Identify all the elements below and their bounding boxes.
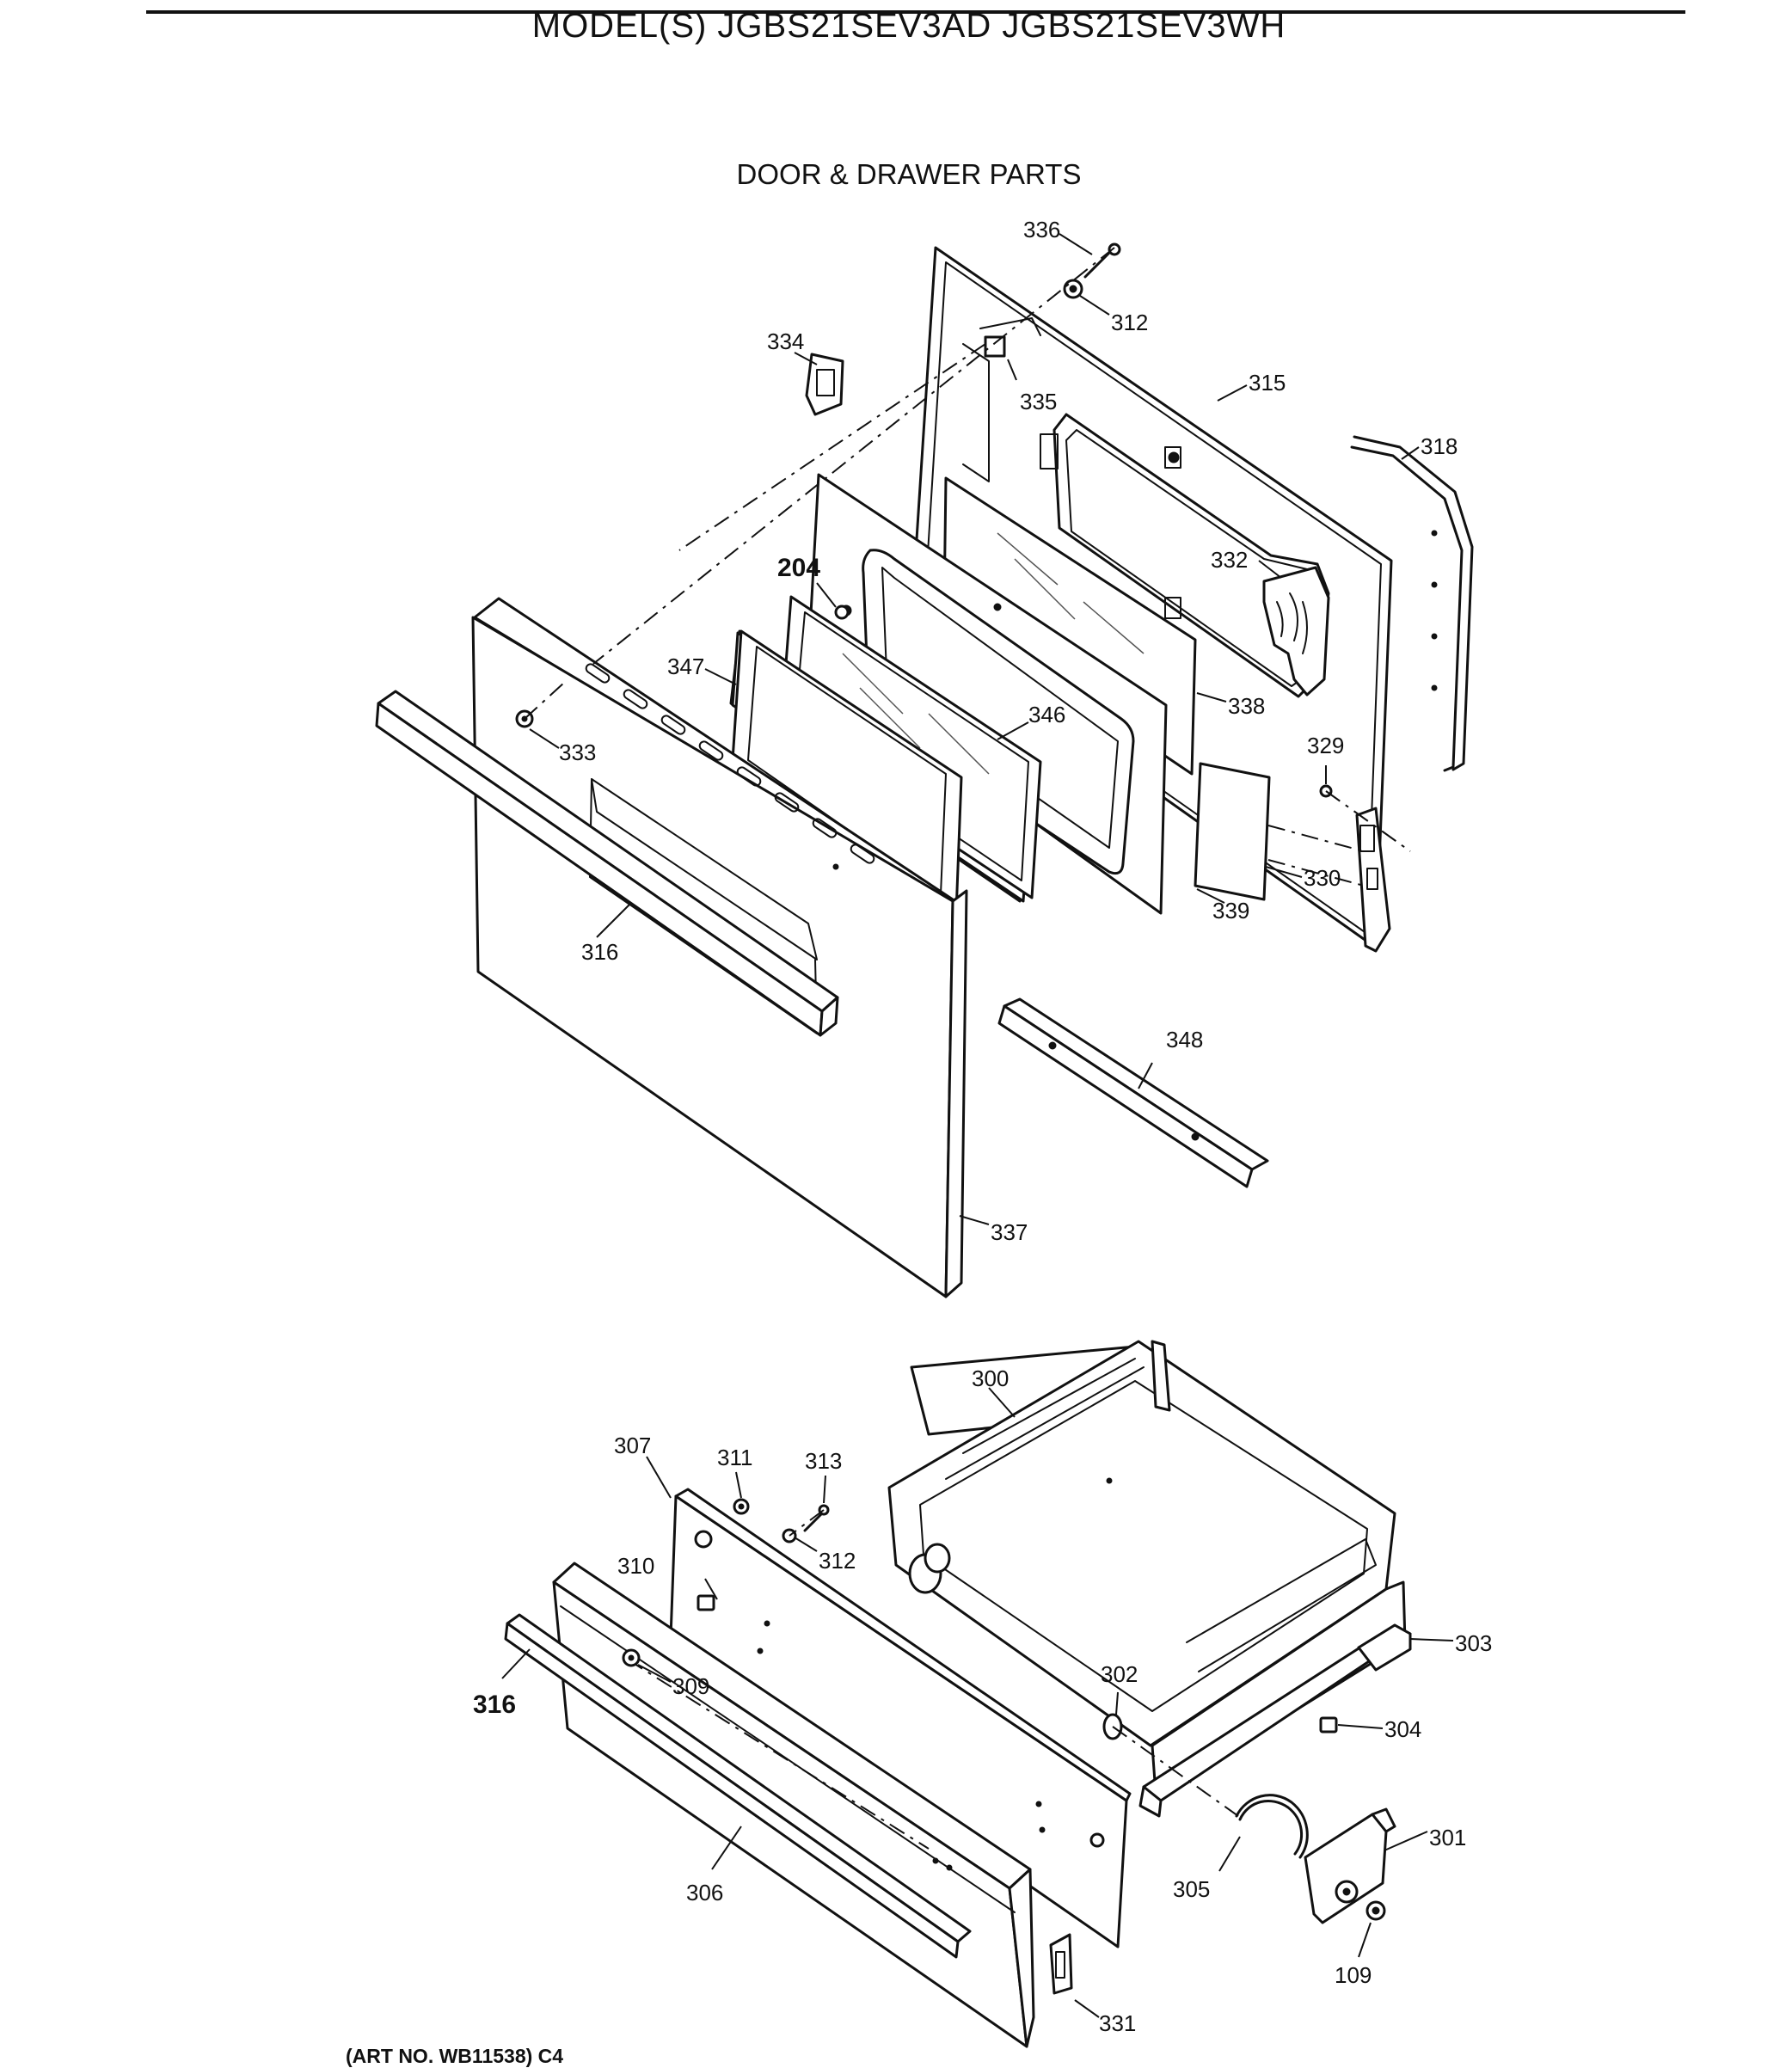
label-309: 309 bbox=[672, 1673, 709, 1699]
label-310: 310 bbox=[617, 1553, 654, 1579]
screw-336 bbox=[1083, 242, 1121, 279]
label-334: 334 bbox=[767, 328, 804, 354]
leader-lines bbox=[501, 233, 1454, 2018]
bottom-trim-348 bbox=[997, 997, 1269, 1188]
section-title: DOOR & DRAWER PARTS bbox=[736, 158, 1082, 190]
label-316b: 316 bbox=[473, 1691, 516, 1719]
label-329: 329 bbox=[1307, 733, 1344, 758]
clip-310 bbox=[697, 1594, 715, 1611]
insulation-339 bbox=[1194, 762, 1365, 901]
art-number: (ART NO. WB11538) C4 bbox=[346, 2045, 564, 2067]
label-315: 315 bbox=[1249, 370, 1286, 396]
label-330: 330 bbox=[1304, 865, 1341, 891]
label-339: 339 bbox=[1212, 898, 1249, 924]
label-305: 305 bbox=[1173, 1876, 1210, 1902]
drawer-handle-316 bbox=[504, 1613, 972, 1959]
label-302: 302 bbox=[1101, 1661, 1138, 1687]
label-303: 303 bbox=[1455, 1630, 1492, 1656]
nut-311 bbox=[733, 1498, 750, 1515]
label-312a: 312 bbox=[1111, 310, 1148, 335]
vent-slots bbox=[585, 663, 875, 864]
label-337: 337 bbox=[991, 1219, 1028, 1245]
door-handle-316 bbox=[375, 690, 839, 1037]
retainer-clip-305 bbox=[1235, 1794, 1309, 1859]
insulation-332 bbox=[1262, 566, 1330, 696]
label-348: 348 bbox=[1166, 1027, 1203, 1052]
label-335: 335 bbox=[1020, 389, 1057, 414]
label-204: 204 bbox=[777, 554, 820, 582]
label-333: 333 bbox=[559, 739, 596, 765]
label-313: 313 bbox=[805, 1448, 842, 1474]
label-304: 304 bbox=[1384, 1716, 1421, 1742]
label-312b: 312 bbox=[819, 1548, 856, 1574]
slide-bracket-331 bbox=[1049, 1933, 1073, 1995]
model-title: MODEL(S) JGBS21SEV3AD JGBS21SEV3WH bbox=[531, 7, 1286, 45]
label-311: 311 bbox=[717, 1445, 752, 1470]
label-347: 347 bbox=[667, 654, 704, 679]
screw-313 bbox=[803, 1504, 830, 1532]
label-336: 336 bbox=[1023, 217, 1060, 242]
label-307: 307 bbox=[614, 1433, 651, 1458]
label-338: 338 bbox=[1228, 693, 1265, 719]
washer-312 bbox=[1063, 279, 1083, 299]
drawer-box-300 bbox=[887, 1340, 1407, 1795]
rail-stop-304 bbox=[1319, 1716, 1338, 1734]
label-316a: 316 bbox=[581, 939, 618, 965]
label-331: 331 bbox=[1099, 2010, 1136, 2036]
label-346: 346 bbox=[1028, 702, 1065, 727]
hinge-pin-335 bbox=[984, 335, 1006, 358]
label-318: 318 bbox=[1421, 433, 1458, 459]
drawer-panel-307 bbox=[669, 1488, 1132, 1948]
glide-bracket-301 bbox=[1304, 1807, 1396, 1924]
label-300: 300 bbox=[972, 1365, 1009, 1391]
nut-109 bbox=[1365, 1900, 1386, 1921]
label-306: 306 bbox=[686, 1880, 723, 1905]
screw-204 bbox=[834, 604, 850, 620]
label-109: 109 bbox=[1335, 1962, 1372, 1988]
slide-rail-303 bbox=[1138, 1623, 1412, 1818]
header-rule bbox=[146, 10, 1685, 14]
hinge-330 bbox=[1355, 807, 1391, 953]
clip-334 bbox=[805, 353, 844, 416]
part-labels: 336 312 334 335 315 318 204 332 347 346 … bbox=[473, 217, 1492, 2036]
label-301: 301 bbox=[1429, 1825, 1466, 1850]
side-trim-318 bbox=[1350, 435, 1474, 772]
label-332: 332 bbox=[1211, 547, 1248, 573]
